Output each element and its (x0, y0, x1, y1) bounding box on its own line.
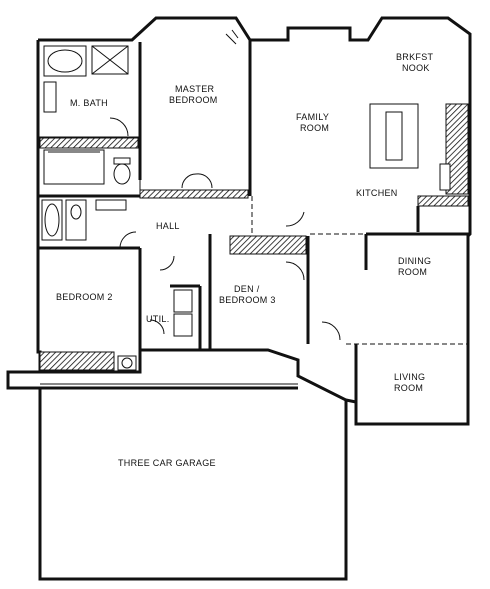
kitchen-label: KITCHEN (356, 188, 398, 198)
secondary-bath (38, 194, 175, 271)
garage-label: THREE CAR GARAGE (118, 458, 216, 468)
dining-room-label-line1: DINING (398, 256, 432, 266)
bedroom2-label: BEDROOM 2 (56, 292, 113, 302)
master-wing (38, 29, 252, 199)
den-label-line2: BEDROOM 3 (219, 295, 276, 305)
living-room-label-line2: ROOM (394, 383, 424, 393)
kitchen-dining-living (251, 103, 470, 424)
living-room-label-line1: LIVING (394, 372, 426, 382)
bedroom2-walls (39, 248, 142, 372)
util-label: UTIL. (146, 314, 170, 324)
master-bedroom-label-line2: BEDROOM (169, 95, 218, 105)
dining-room-label-line2: ROOM (398, 267, 428, 277)
den-label-line1: DEN / (234, 284, 260, 294)
master-bath-label: M. BATH (70, 98, 108, 108)
master-bedroom-label-line1: MASTER (175, 84, 215, 94)
family-room-label-line2: ROOM (300, 123, 330, 133)
garage-walls (40, 383, 298, 390)
family-room-label-line1: FAMILY (296, 112, 330, 122)
utility-room (149, 284, 202, 350)
brkfst-nook-label-line1: BRKFST (396, 52, 434, 62)
hall-label: HALL (156, 221, 180, 231)
brkfst-nook-label-line2: NOOK (402, 63, 430, 73)
den-walls (208, 211, 341, 350)
